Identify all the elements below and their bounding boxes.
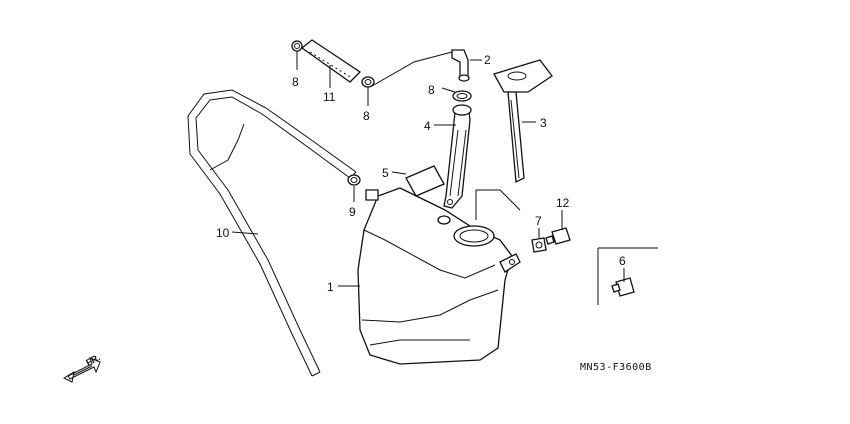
callout-12: 12 — [556, 196, 570, 210]
breather-hose — [300, 39, 362, 83]
callout-7: 7 — [535, 214, 542, 228]
callout-3: 3 — [540, 116, 547, 130]
hose-clip-9 — [347, 174, 361, 186]
callout-1: 1 — [327, 280, 334, 294]
flange-nut — [531, 237, 547, 253]
callout-9: 9 — [349, 205, 356, 219]
screw-inset — [597, 247, 658, 305]
overflow-tube — [187, 89, 357, 377]
leader-lines — [231, 51, 625, 287]
cap-dipstick — [493, 59, 553, 184]
callout-8-middle: 8 — [428, 83, 435, 97]
callout-4: 4 — [424, 119, 431, 133]
front-direction-arrow: FR. — [62, 352, 102, 383]
diagram-code: MN53-F3600B — [580, 362, 652, 373]
callout-8-upper-right: 8 — [363, 109, 370, 123]
callout-11: 11 — [323, 90, 336, 104]
filler-tube — [443, 104, 472, 209]
callout-2: 2 — [484, 53, 491, 67]
callout-6: 6 — [619, 254, 626, 268]
callout-8-upper-left: 8 — [292, 75, 299, 89]
callout-labels: 8 11 8 2 8 4 3 5 9 10 1 7 12 6 — [216, 53, 626, 294]
callout-5: 5 — [382, 166, 389, 180]
elbow-pipe — [451, 49, 470, 82]
hose-clip-8-upper-left — [291, 40, 303, 52]
reservoir-tank — [357, 187, 521, 365]
caution-label — [405, 165, 445, 197]
mounting-bolt — [545, 227, 571, 245]
hose-clip-8-middle — [452, 90, 472, 102]
callout-10: 10 — [216, 226, 230, 240]
